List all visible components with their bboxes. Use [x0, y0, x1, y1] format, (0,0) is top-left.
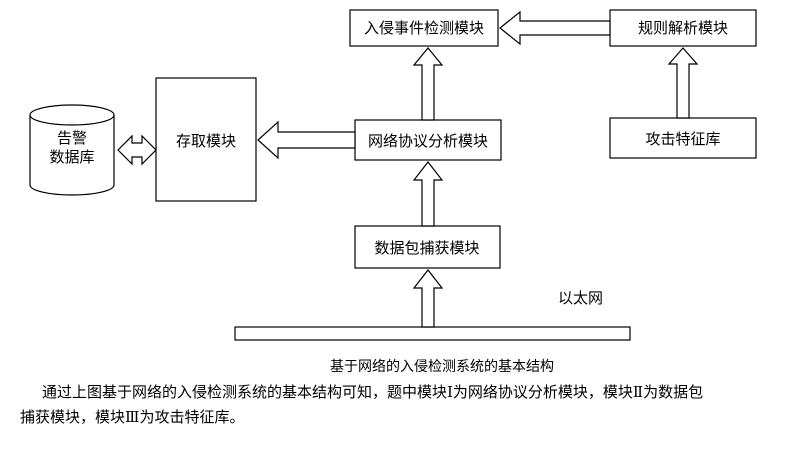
paragraph-line-1: 通过上图基于网络的入侵检测系统的基本结构可知，题中模块Ⅰ为网络协议分析模块，模块… — [42, 383, 704, 401]
packet-capture-module: 数据包捕获模块 — [354, 225, 501, 269]
packet-capture-label: 数据包捕获模块 — [374, 239, 479, 257]
intrusion-event-detection-label: 入侵事件检测模块 — [364, 19, 484, 37]
access-module-label: 存取模块 — [176, 132, 236, 150]
paragraph-line-2: 捕获模块，模块Ⅲ为攻击特征库。 — [20, 408, 245, 426]
ethernet-bus — [234, 326, 631, 341]
arrow-ethernet-to-capture — [412, 269, 444, 328]
access-module: 存取模块 — [155, 77, 257, 202]
alert-db-label-line1: 告警 — [57, 129, 87, 147]
explanation-paragraph: 通过上图基于网络的入侵检测系统的基本结构可知，题中模块Ⅰ为网络协议分析模块，模块… — [20, 380, 790, 430]
arrow-capture-to-protocol — [412, 161, 444, 227]
arrow-protocol-to-detection — [412, 47, 444, 121]
intrusion-event-detection-module: 入侵事件检测模块 — [349, 9, 499, 47]
attack-signature-db: 攻击特征库 — [609, 117, 757, 159]
arrow-rule-to-detection — [499, 10, 611, 46]
alert-database-cylinder: 告警 数据库 — [29, 104, 115, 196]
protocol-analysis-label: 网络协议分析模块 — [368, 132, 488, 150]
alert-db-label-line2: 数据库 — [49, 148, 94, 166]
protocol-analysis-module: 网络协议分析模块 — [354, 119, 502, 161]
rule-parsing-label: 规则解析模块 — [638, 19, 728, 37]
ethernet-label: 以太网 — [558, 289, 603, 307]
figure-caption: 基于网络的入侵检测系统的基本结构 — [330, 359, 554, 375]
attack-signature-db-label: 攻击特征库 — [645, 130, 720, 148]
arrow-protocol-to-access — [257, 120, 356, 160]
rule-parsing-module: 规则解析模块 — [609, 9, 757, 47]
arrow-signature-to-rule — [667, 47, 699, 119]
arrow-db-access — [117, 134, 157, 166]
